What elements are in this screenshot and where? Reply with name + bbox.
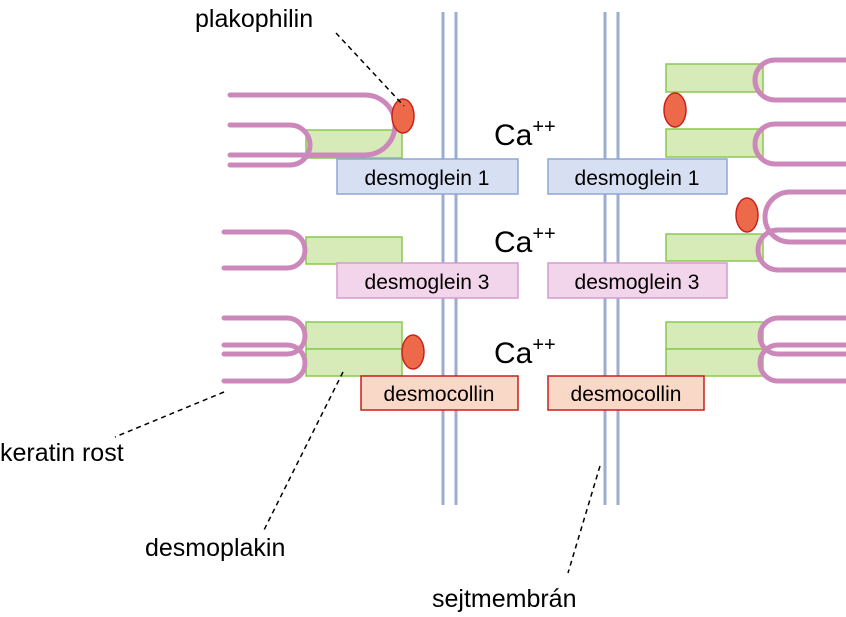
desmoplakin-right-row3a	[665, 321, 764, 350]
desmoplakin-left-row2	[305, 236, 403, 265]
desmoplakin-label: desmoplakin	[145, 534, 285, 562]
desmoglein1-box-right	[547, 158, 728, 195]
keratin-fiber-right-row2b	[755, 227, 846, 273]
desmoglein3-box-right	[547, 262, 728, 299]
membrane-leader	[567, 465, 601, 574]
plakophilin-right-row2	[735, 197, 759, 233]
desmoglein1-label-left: desmoglein 1	[365, 167, 490, 190]
desmoglein1-box-left	[336, 158, 519, 195]
desmoglein3-label-right: desmoglein 3	[575, 271, 700, 294]
desmoplakin-right-row1b	[665, 128, 764, 158]
desmoplakin-right-row3b	[665, 348, 764, 377]
keratin-fiber-right-row3b	[757, 342, 846, 384]
keratin-fiber-right-row1b	[752, 121, 846, 167]
keratin-fiber-left-row3a	[221, 315, 308, 357]
plakophilin-leader	[335, 32, 405, 107]
keratin-fiber-right-row2a	[762, 189, 846, 245]
desmoglein3-label-left: desmoglein 3	[365, 271, 490, 294]
membrane-label: sejtmembrán	[432, 585, 577, 613]
keratin-fiber-right-row1a	[752, 57, 846, 103]
membrane-right	[603, 12, 620, 505]
keratin-fiber-left-row2	[221, 229, 308, 271]
calcium-ion-label-row1: Ca++	[494, 116, 556, 152]
desmocollin-label-right: desmocollin	[571, 383, 682, 406]
desmocollin-label-left: desmocollin	[384, 383, 495, 406]
desmocollin-box-left	[360, 375, 519, 411]
keratin-fiber-right-row3a	[757, 315, 846, 357]
keratin-fiber-left-row3b	[221, 342, 308, 384]
desmoplakin-left-row3b	[305, 348, 403, 377]
calcium-ion-label-row3: Ca++	[494, 334, 556, 370]
desmocollin-box-right	[547, 375, 705, 411]
plakophilin-left-row3	[401, 334, 425, 370]
keratin-leader	[114, 391, 225, 438]
calcium-ion-label-row2: Ca++	[494, 223, 556, 259]
keratin-label: keratin rost	[0, 439, 124, 467]
desmoglein3-box-left	[336, 262, 519, 299]
membrane-left	[441, 12, 458, 505]
keratin-fiber-left-row1b	[227, 122, 313, 168]
desmoplakin-right-row1a	[665, 63, 764, 93]
desmoplakin-right-row2	[665, 233, 764, 262]
plakophilin-right-row1	[663, 92, 687, 128]
plakophilin-label: plakophilin	[195, 5, 313, 33]
desmoplakin-left-row3a	[305, 321, 403, 350]
desmoglein1-label-right: desmoglein 1	[575, 167, 700, 190]
plakophilin-left-row1	[391, 98, 415, 134]
desmoplakin-leader	[262, 371, 344, 533]
